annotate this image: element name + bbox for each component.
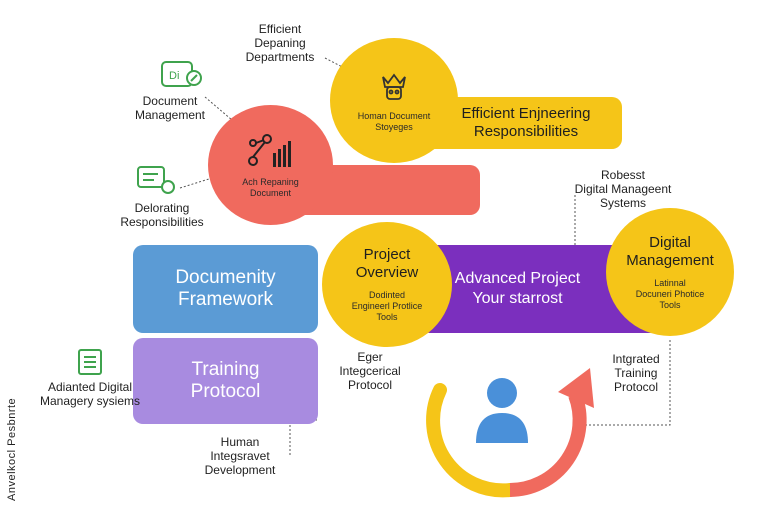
label-integrated: Intgrated Training Protocol <box>612 352 660 394</box>
purple-bar-text: Advanced Project Your starrost <box>454 270 581 307</box>
yellow-circle-top-text: Homan Document Stoyeges <box>357 110 431 132</box>
digital-management-subtitle: Latinnal Docuneri Photice Tools <box>635 277 705 310</box>
checklist-icon <box>78 349 102 375</box>
crown-robot-icon <box>382 73 406 100</box>
network-chart-icon <box>247 134 291 167</box>
label-document-management: Document Management <box>134 94 206 122</box>
cycle-arrow <box>426 368 594 498</box>
blue-bar-text: Documenity Framework <box>175 267 276 310</box>
vertical-side-text: Anvelkocl Pesbnrte <box>6 397 18 501</box>
label-human: Human Integsravet Development <box>204 435 276 477</box>
message-user-icon <box>137 166 175 194</box>
label-advanced-digital: Adianted Digital Managery sysiems <box>39 380 141 408</box>
red-circle: Ach Repaning Document <box>208 105 333 225</box>
digital-management-circle: Digital Management Latinnal Docuneri Pho… <box>606 208 734 336</box>
red-circle-text: Ach Repaning Document <box>242 177 299 198</box>
project-overview-circle: Project Overview Dodinted Engineerl Prot… <box>322 222 452 347</box>
project-overview-title: Project Overview <box>355 246 419 281</box>
project-overview-subtitle: Dodinted Engineerl Protlice Tools <box>351 290 423 322</box>
svg-text:Di: Di <box>169 70 179 82</box>
document-edit-icon: Di <box>161 61 202 87</box>
label-eger: Eger Integcerical Protocol <box>339 350 401 392</box>
person-icon <box>476 378 528 443</box>
blue-bar: Documenity Framework <box>133 245 318 333</box>
yellow-circle-top: Homan Document Stoyeges <box>330 38 458 163</box>
label-delorating: Delorating Responsibilities <box>120 201 204 229</box>
digital-management-title: Digital Management <box>626 233 714 269</box>
lavender-bar: Training Protocol <box>133 338 318 424</box>
label-robest: Robesst Digital Manageent Systems <box>574 168 672 210</box>
lavender-bar-text: Training Protocol <box>190 359 261 402</box>
label-efficient-departments: Efficient Depaning Departments <box>245 22 315 64</box>
yellow-bar-top-text: Efficient Enjneering Responsibilities <box>461 105 591 140</box>
